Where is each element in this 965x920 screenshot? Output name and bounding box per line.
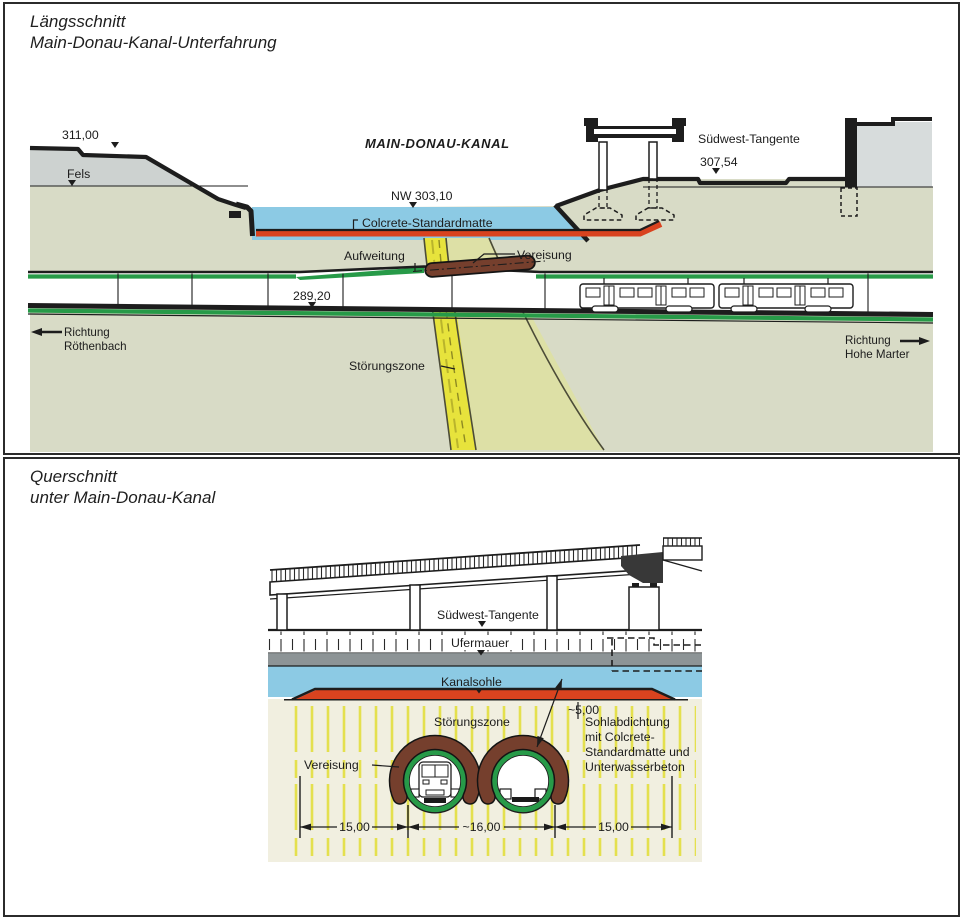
longitudinal-title-line1: Längsschnitt	[30, 12, 127, 31]
direction-right-label-1: Richtung	[845, 334, 891, 347]
depth-dimension: ~5,00	[536, 678, 599, 748]
canal-left-wall	[235, 201, 255, 237]
bridge-footing-dashed	[635, 207, 675, 221]
longitudinal-section: 289,20	[27, 117, 934, 452]
freezing-leader	[472, 253, 515, 264]
buried-structure-dashed	[607, 637, 702, 672]
bridge-pier-head	[621, 552, 663, 583]
freezing-leader-cross	[371, 764, 400, 768]
road-label-cross: Südwest-Tangente	[437, 608, 539, 622]
bridge-column	[598, 141, 608, 191]
sole-seal-liner	[296, 690, 672, 699]
cross-title-line1: Querschnitt	[30, 467, 118, 486]
freezing-label-cross: Vereisung	[304, 758, 359, 772]
cross-title-line2: unter Main-Donau-Kanal	[30, 488, 216, 507]
canal-name-label: MAIN-DONAU-KANAL	[365, 136, 510, 151]
rock-label: Fels	[67, 167, 90, 181]
longitudinal-labels: 311,00 Fels MAIN-DONAU-KANAL NW 303,10 C…	[31, 128, 930, 373]
dim-left-label: 15,00	[339, 820, 370, 834]
seal-label-3: Standardmatte und	[585, 745, 690, 759]
frost-collar-left	[390, 736, 480, 804]
bridge-column	[648, 141, 658, 180]
fault-zone-leader	[440, 365, 456, 370]
fault-zone-label-cross: Störungszone	[434, 715, 510, 729]
tunnel-lining-green	[491, 749, 555, 813]
tunnel-invert-line	[27, 303, 934, 317]
road-label: Südwest-Tangente	[698, 132, 800, 146]
tunnel-invert-thin-line	[27, 313, 934, 324]
bridge-pier-column	[628, 586, 660, 631]
deck-column	[546, 575, 558, 631]
bridge-column-buried	[648, 178, 658, 209]
fault-zone-label: Störungszone	[349, 359, 425, 373]
seal-label-2: mit Colcrete-	[585, 730, 655, 744]
colcrete-mat-liner	[256, 221, 663, 237]
cross-section: 15,00 ~16,00 15,00 ~5,00 Südwest-Tangent…	[268, 537, 703, 862]
deck-column	[409, 584, 421, 631]
rock-layer	[30, 148, 196, 186]
quay-wall-label: Ufermauer	[451, 636, 509, 650]
bridge-deck-cross	[269, 537, 703, 631]
canal-bed-label: Kanalsohle	[441, 675, 502, 689]
water-level-label: NW 303,10	[391, 189, 453, 203]
direction-arrow-left	[31, 328, 62, 336]
water-level-triangle	[409, 202, 417, 208]
longitudinal-title-line2: Main-Donau-Kanal-Unterfahrung	[30, 33, 277, 52]
freezing-label: Vereisung	[517, 248, 572, 262]
seal-label-4: Unterwasserbeton	[585, 760, 685, 774]
bridge-footing-dashed	[583, 207, 623, 221]
dim-right-label: 15,00	[598, 820, 629, 834]
cross-section-labels: Südwest-Tangente Ufermauer Kanalsohle St…	[304, 608, 690, 774]
tunnel-widening-wedge	[296, 267, 424, 280]
colcrete-mat-outline	[256, 220, 660, 232]
road-bridge	[583, 118, 686, 221]
tunnel-elevation-label: 289,20	[293, 289, 331, 303]
direction-right-label-2: Hohe Marter	[845, 348, 910, 361]
direction-left-label-1: Richtung	[64, 326, 110, 339]
road-elevation-triangle	[712, 168, 720, 174]
frost-body-axis	[412, 260, 546, 273]
quay-marker-triangle	[477, 650, 485, 656]
surface-elevation-label: 311,00	[62, 128, 99, 142]
road-elevation-label: 307,54	[700, 155, 738, 169]
colcrete-leader	[352, 219, 358, 231]
rock-marker-triangle	[68, 180, 76, 186]
building-block	[857, 122, 932, 187]
seal-label-1: Sohlabdichtung	[585, 715, 670, 729]
tunnel-invert-lining	[27, 308, 934, 322]
tunnel-left	[388, 734, 482, 814]
direction-arrow-right	[900, 337, 930, 345]
tunnel-segment-joints	[117, 273, 869, 313]
direction-left-label-2: Röthenbach	[64, 340, 127, 353]
frost-body	[412, 254, 546, 278]
colcrete-mat-label: Colcrete-Standardmatte	[362, 216, 493, 230]
tunnel-elevation-marker: 289,20	[282, 289, 341, 308]
building-roof-line	[857, 117, 932, 126]
canal-left-wall-step	[229, 211, 241, 218]
quay-concrete-band	[268, 652, 702, 666]
deck-column	[276, 593, 288, 631]
frost-collar-right	[478, 736, 568, 804]
canal-bed-triangle	[475, 688, 483, 694]
sole-seal-outline	[291, 687, 676, 701]
metro-train	[579, 278, 854, 313]
width-dimension: 15,00 ~16,00 15,00	[299, 776, 673, 838]
depth-dim-label: ~5,00	[568, 703, 599, 717]
road-marker-triangle	[478, 621, 486, 627]
elevation-marker-triangle	[308, 302, 316, 308]
wall-foundation-dashed	[840, 187, 858, 217]
elevation-marker-triangle	[111, 142, 119, 148]
widening-label: Aufweitung	[344, 249, 405, 263]
tunnel-right	[476, 734, 570, 814]
tunnel-crown-line	[28, 265, 933, 274]
tunnel-lining-green	[403, 749, 467, 813]
retaining-wall	[845, 118, 857, 187]
dim-center-label: ~16,00	[463, 820, 501, 834]
